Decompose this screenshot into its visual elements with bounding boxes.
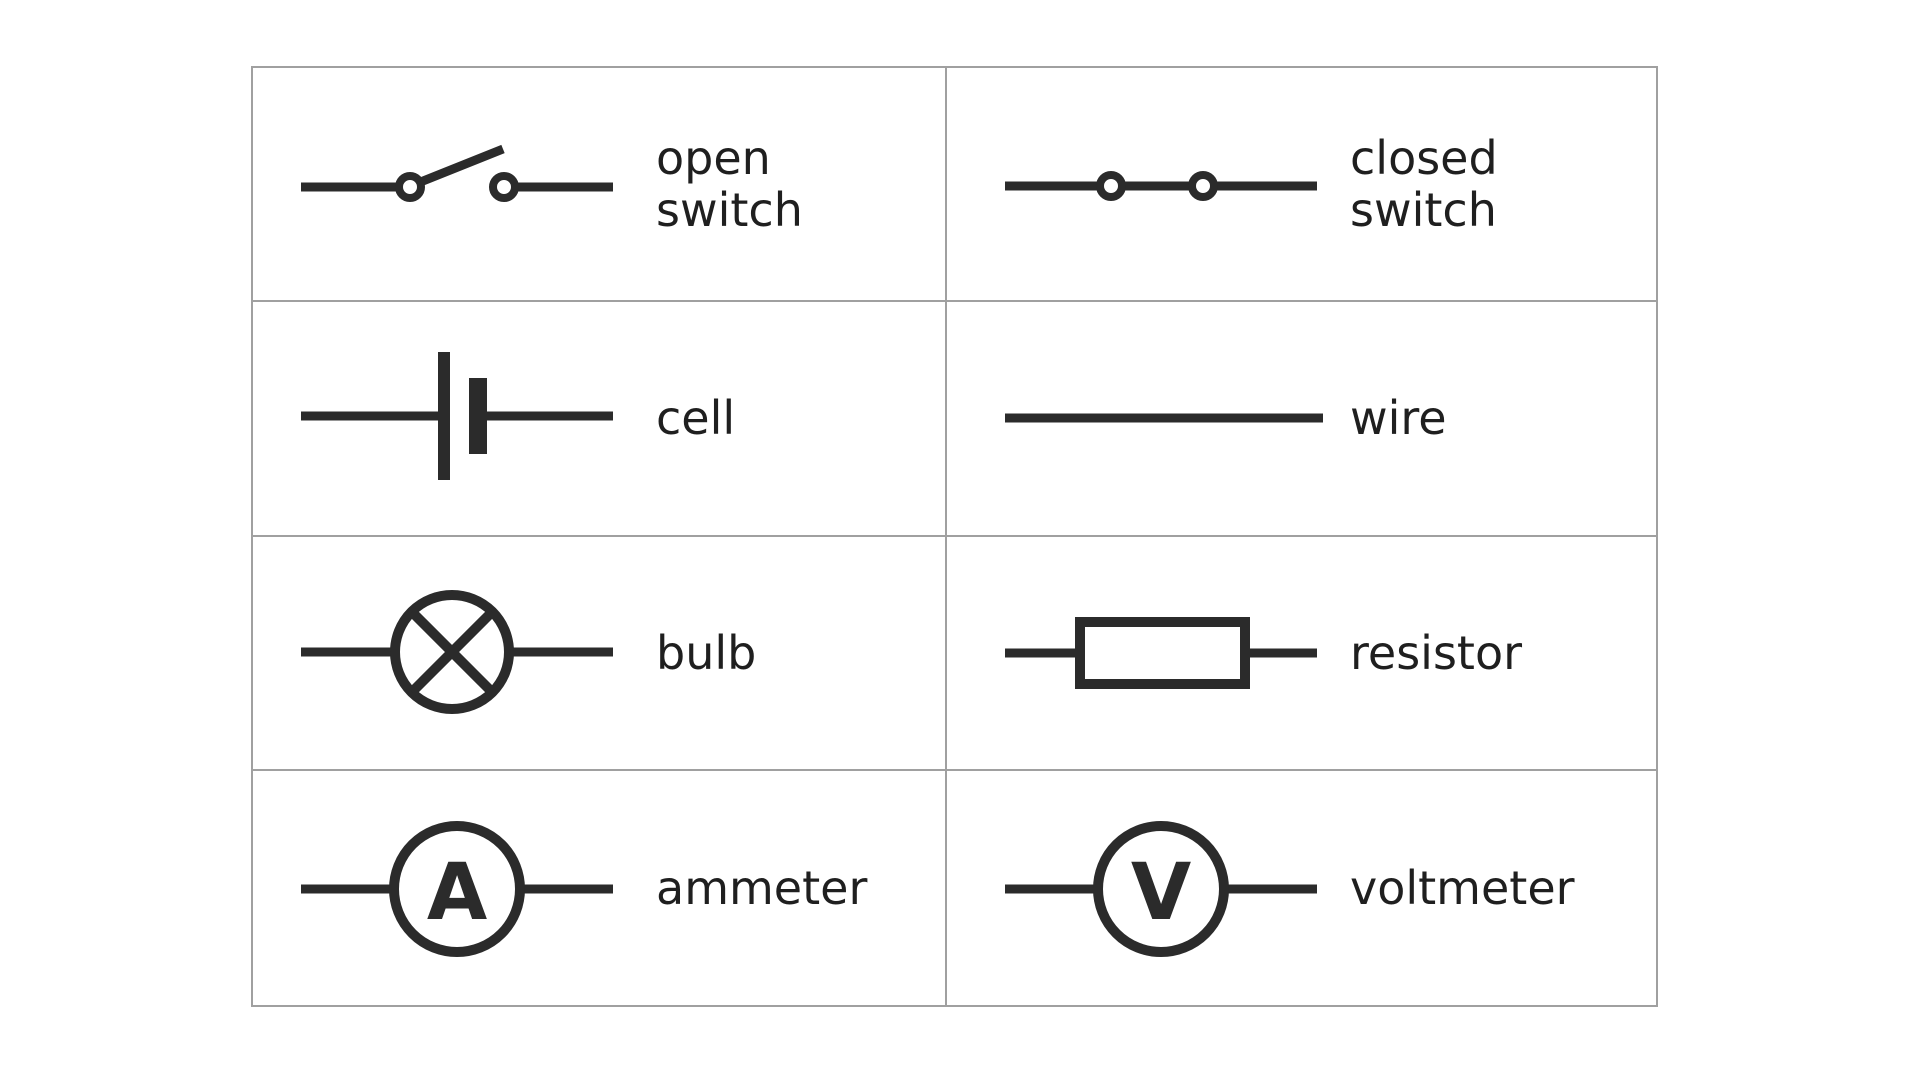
resistor-icon: [1005, 616, 1317, 689]
ammeter-icon: A: [301, 820, 613, 957]
voltmeter-label: voltmeter: [1350, 771, 1575, 1005]
open-switch-icon: [301, 144, 613, 202]
voltmeter-letter: V: [1131, 848, 1191, 938]
label-line: closed: [1350, 131, 1498, 186]
cell-ammeter: A ammeter: [253, 770, 947, 1005]
bulb-label: bulb: [656, 537, 756, 769]
label-line: switch: [1350, 183, 1497, 238]
cell-open-switch: open switch: [253, 68, 947, 303]
label-line: cell: [656, 391, 736, 446]
wire-icon: [1005, 413, 1323, 423]
wire-label: wire: [1350, 302, 1447, 534]
cell-voltmeter: V voltmeter: [947, 771, 1656, 1005]
voltmeter-icon: V: [1005, 820, 1317, 957]
cell-resistor: resistor: [947, 537, 1656, 771]
closed-switch-label: closed switch: [1350, 68, 1498, 300]
circuit-symbol-table: open switch closed switch: [251, 66, 1658, 1007]
closed-switch-icon: [1005, 171, 1317, 201]
label-line: voltmeter: [1350, 860, 1575, 915]
label-line: bulb: [656, 625, 757, 680]
label-line: open: [656, 131, 771, 186]
cell-bulb: bulb: [253, 536, 947, 771]
label-line: wire: [1350, 391, 1447, 446]
cell-label: cell: [656, 302, 735, 534]
cell-cell: cell: [253, 302, 947, 537]
label-line: resistor: [1350, 625, 1523, 680]
cell-wire: wire: [947, 302, 1656, 537]
label-line: switch: [656, 183, 803, 238]
bulb-icon: [301, 589, 613, 714]
cell-icon: [301, 352, 613, 481]
open-switch-label: open switch: [656, 68, 803, 300]
label-line: ammeter: [656, 860, 868, 915]
ammeter-letter: A: [427, 848, 487, 938]
resistor-label: resistor: [1350, 537, 1522, 769]
ammeter-label: ammeter: [656, 771, 867, 1005]
cell-closed-switch: closed switch: [947, 68, 1656, 303]
